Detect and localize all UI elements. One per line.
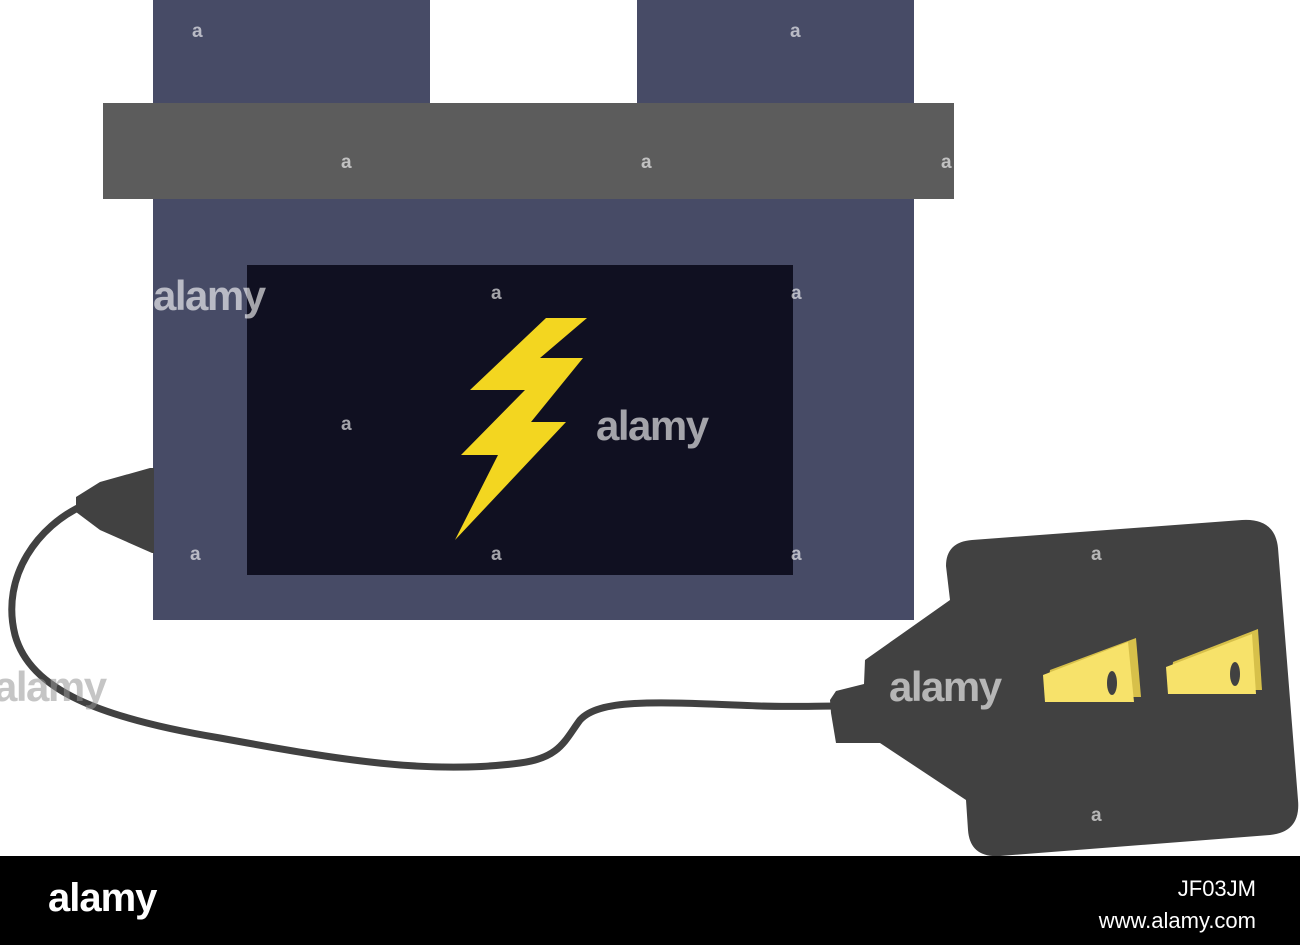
plug-connector	[76, 468, 154, 553]
image-id: JF03JM	[1177, 876, 1256, 901]
watermark-footer: alamy JF03JM www.alamy.com	[0, 856, 1300, 945]
watermark-mark: a	[190, 544, 201, 565]
watermark-text: alamy	[596, 402, 709, 449]
battery-charger-illustration	[8, 0, 1299, 856]
watermark-mark: a	[491, 544, 502, 565]
watermark-mark: a	[1091, 544, 1102, 565]
outlet-prong-left	[1043, 638, 1141, 702]
site-url: www.alamy.com	[1098, 908, 1256, 933]
watermark-mark: a	[491, 283, 502, 304]
watermark-mark: a	[791, 544, 802, 565]
footer-info: JF03JM www.alamy.com	[1099, 876, 1256, 934]
power-cord	[8, 502, 842, 771]
watermark-mark: a	[192, 21, 203, 42]
watermark-mark: a	[1091, 805, 1102, 826]
watermark-mark: a	[341, 414, 352, 435]
watermark-mark: a	[641, 152, 652, 173]
outlet-prong-right	[1166, 629, 1262, 694]
illustration: a a a a a a a a a a a a a alamy alamy al…	[0, 0, 1300, 856]
alamy-logo: alamy	[48, 876, 157, 920]
battery-terminal-right	[637, 0, 914, 110]
watermark-mark: a	[941, 152, 952, 173]
watermark-mark: a	[790, 21, 801, 42]
watermark-mark: a	[791, 283, 802, 304]
watermark-mark: a	[341, 152, 352, 173]
watermark-text: alamy	[889, 663, 1002, 710]
lightning-bolt-icon	[455, 318, 587, 540]
watermark-text: alamy	[0, 663, 107, 710]
battery-band	[103, 103, 954, 199]
watermark-text: alamy	[153, 272, 266, 319]
battery-terminal-left	[153, 0, 430, 110]
